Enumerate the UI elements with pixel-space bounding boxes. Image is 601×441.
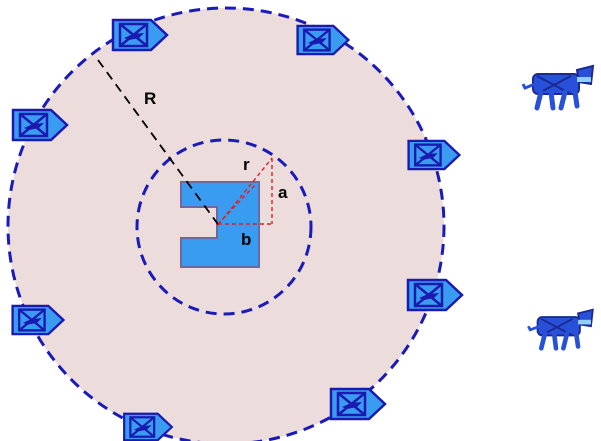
inner-radius-label: r: [243, 155, 250, 174]
sensor-tag-icon: [329, 387, 387, 421]
sensor-tag-icon: [406, 278, 464, 312]
quadruped-robot-icon: [528, 310, 592, 349]
outer-radius-line: [97, 59, 221, 228]
inner-boundary-circle: [135, 138, 313, 316]
sensor-tag-icon: [407, 139, 461, 171]
outer-radius-label: R: [144, 89, 156, 108]
horizontal-offset-label: b: [241, 230, 251, 249]
triangle-inner-line: [217, 183, 257, 225]
inner-radius-line: [217, 157, 273, 226]
quadruped-robot-icon: [523, 66, 593, 108]
vertical-offset-label: a: [278, 183, 288, 202]
